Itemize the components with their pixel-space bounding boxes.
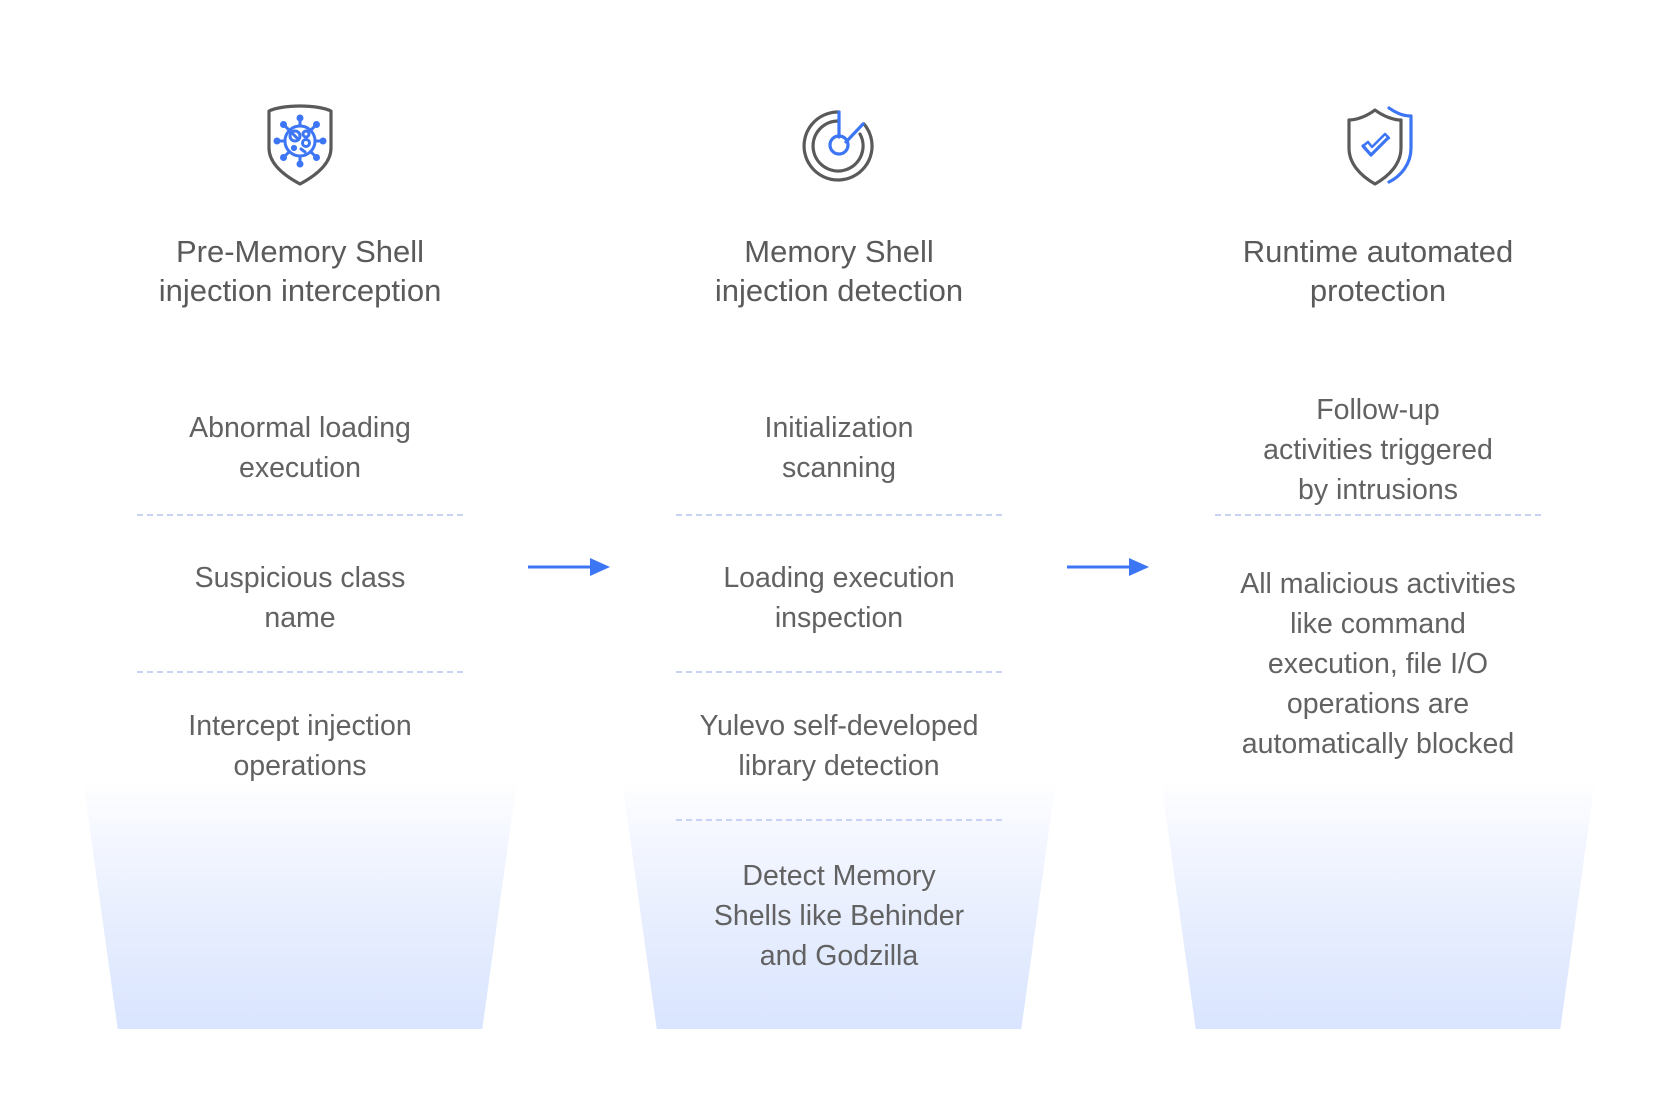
stage-item: Suspicious class name (194, 562, 406, 634)
radar-scan-icon (794, 100, 884, 190)
divider (137, 671, 463, 673)
stage-item: Abnormal loading execution (189, 412, 411, 484)
stage-item: All malicious activities like command ex… (1240, 568, 1516, 760)
stage-item: Intercept injection operations (188, 710, 412, 782)
stage-title: Pre-Memory Shell injection interception (158, 234, 442, 308)
stage-item: Initialization scanning (764, 412, 914, 484)
funnel-background (622, 780, 1056, 1029)
stage-items: Abnormal loading execution Suspicious cl… (70, 390, 530, 786)
divider (1215, 514, 1541, 516)
divider (137, 514, 463, 516)
divider (676, 514, 1002, 516)
stage-injection-detection: Memory Shell injection detection Initial… (609, 0, 1069, 1120)
stage-pre-injection-interception: Pre-Memory Shell injection interception … (70, 0, 530, 1120)
divider (676, 819, 1002, 821)
arrow-right-icon (1067, 556, 1151, 578)
stage-runtime-protection: Runtime automated protection Follow-up a… (1148, 0, 1608, 1120)
stage-title: Runtime automated protection (1242, 234, 1514, 308)
funnel-background (1161, 780, 1595, 1029)
shield-virus-icon (255, 100, 345, 190)
shield-check-icon (1333, 100, 1423, 190)
stage-item: Yulevo self-developed library detection (699, 710, 979, 782)
stage-items: Follow-up activities triggered by intrus… (1148, 390, 1608, 764)
stage-title: Memory Shell injection detection (714, 234, 964, 308)
stage-item: Follow-up activities triggered by intrus… (1263, 394, 1493, 506)
stage-items: Initialization scanning Loading executio… (609, 390, 1069, 976)
funnel-background (83, 780, 517, 1029)
stage-item: Detect Memory Shells like Behinder and G… (713, 860, 965, 972)
stage-item: Loading execution inspection (723, 562, 955, 634)
divider (676, 671, 1002, 673)
arrow-right-icon (528, 556, 612, 578)
